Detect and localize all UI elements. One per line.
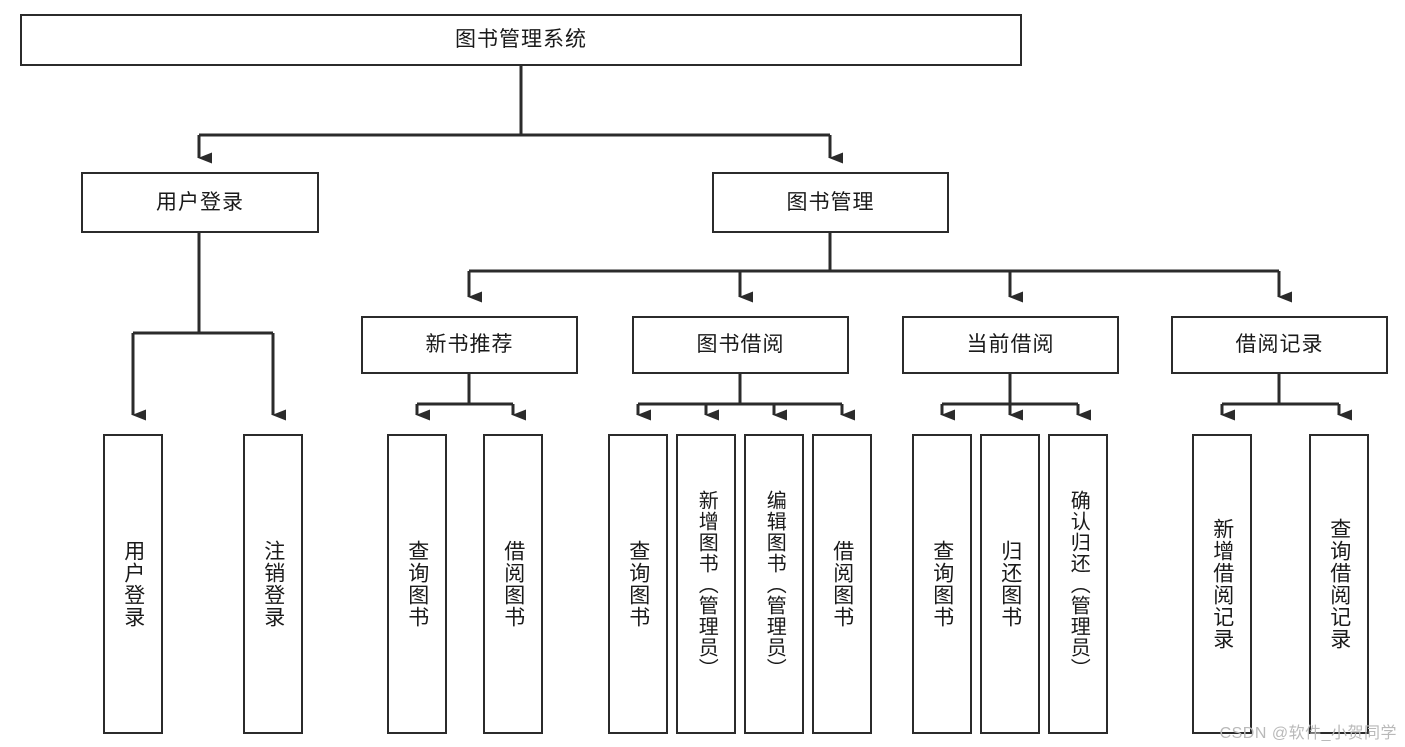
leaf-borrow-book-1-label: 借阅图书 — [501, 540, 525, 628]
node-borrow-record-label: 借阅记录 — [1235, 333, 1324, 357]
leaf-borrow-book-2[interactable]: 借阅图书 — [812, 434, 872, 734]
leaf-query-book-1-label: 查询图书 — [405, 540, 429, 628]
leaf-query-book-1[interactable]: 查询图书 — [387, 434, 447, 734]
leaf-query-book-3[interactable]: 查询图书 — [912, 434, 972, 734]
node-current-borrow-label: 当前借阅 — [966, 333, 1055, 357]
node-user-login[interactable]: 用户登录 — [81, 172, 319, 233]
leaf-edit-book[interactable]: 编辑图书（管理员） — [744, 434, 804, 734]
leaf-query-record-label: 查询借阅记录 — [1327, 518, 1351, 650]
node-new-book-recommend-label: 新书推荐 — [425, 333, 514, 357]
leaf-user-login-label: 用户登录 — [121, 540, 145, 628]
node-book-manage[interactable]: 图书管理 — [712, 172, 949, 233]
node-root-label: 图书管理系统 — [455, 28, 587, 52]
leaf-user-logout-label: 注销登录 — [261, 540, 285, 628]
leaf-borrow-book-2-label: 借阅图书 — [830, 540, 854, 628]
leaf-borrow-book-1[interactable]: 借阅图书 — [483, 434, 543, 734]
leaf-query-book-3-label: 查询图书 — [930, 540, 954, 628]
leaf-confirm-return[interactable]: 确认归还（管理员） — [1048, 434, 1108, 734]
node-book-borrow[interactable]: 图书借阅 — [632, 316, 849, 374]
leaf-return-book-label: 归还图书 — [998, 540, 1022, 628]
node-borrow-record[interactable]: 借阅记录 — [1171, 316, 1388, 374]
leaf-confirm-return-label: 确认归还（管理员） — [1067, 489, 1090, 679]
leaf-query-record[interactable]: 查询借阅记录 — [1309, 434, 1369, 734]
leaf-edit-book-label: 编辑图书（管理员） — [763, 489, 786, 679]
leaf-query-book-2[interactable]: 查询图书 — [608, 434, 668, 734]
node-book-borrow-label: 图书借阅 — [696, 333, 785, 357]
node-root[interactable]: 图书管理系统 — [20, 14, 1022, 66]
leaf-user-logout[interactable]: 注销登录 — [243, 434, 303, 734]
node-user-login-label: 用户登录 — [156, 190, 244, 214]
node-book-manage-label: 图书管理 — [786, 190, 875, 214]
leaf-add-record-label: 新增借阅记录 — [1210, 518, 1234, 650]
csdn-watermark: CSDN @软件_小贺同学 — [1219, 725, 1397, 742]
leaf-user-login[interactable]: 用户登录 — [103, 434, 163, 734]
leaf-add-book-label: 新增图书（管理员） — [695, 489, 718, 679]
leaf-add-book[interactable]: 新增图书（管理员） — [676, 434, 736, 734]
leaf-return-book[interactable]: 归还图书 — [980, 434, 1040, 734]
node-current-borrow[interactable]: 当前借阅 — [902, 316, 1119, 374]
leaf-query-book-2-label: 查询图书 — [626, 540, 650, 628]
leaf-add-record[interactable]: 新增借阅记录 — [1192, 434, 1252, 734]
node-new-book-recommend[interactable]: 新书推荐 — [361, 316, 578, 374]
